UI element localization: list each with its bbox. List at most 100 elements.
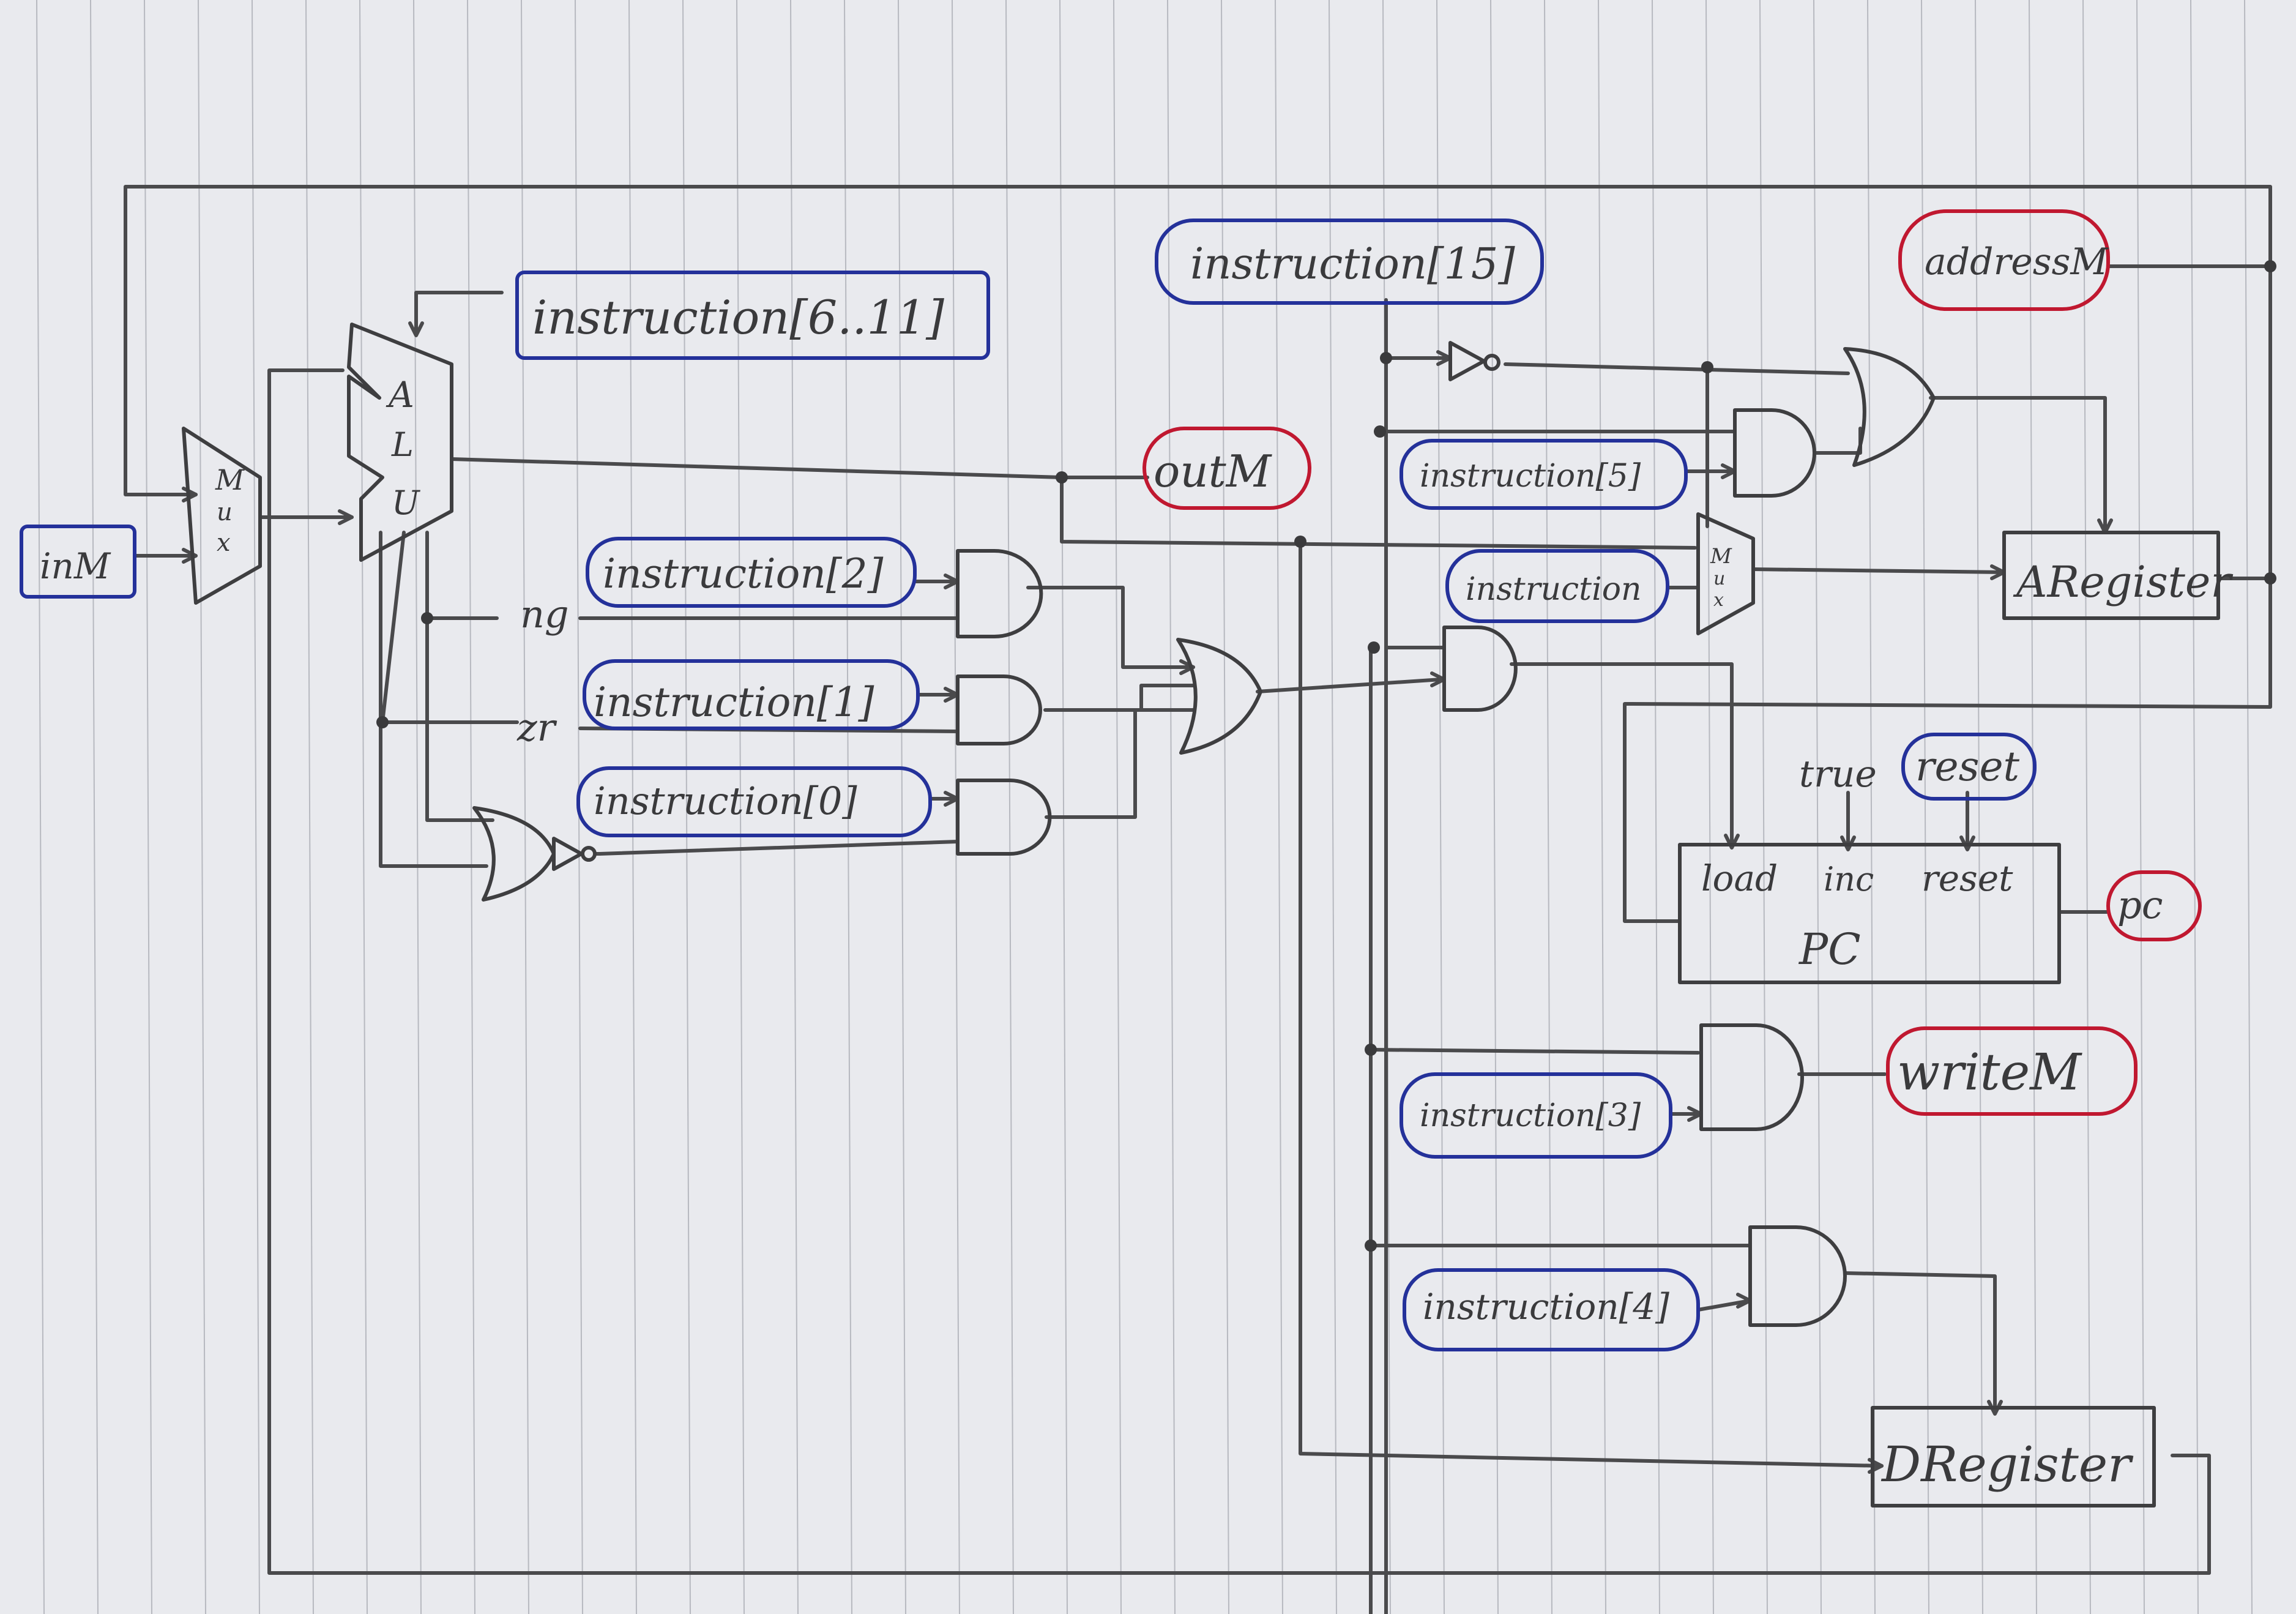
aregister-label: ARegister <box>2013 557 2233 607</box>
pc-inc-label: inc <box>1824 860 1874 899</box>
reset-input-box: reset <box>1901 733 2037 801</box>
or-gate-ngzr <box>472 806 556 902</box>
rule-line <box>1059 0 1068 1614</box>
pc-out-label: pc <box>2117 883 2163 927</box>
or-gate-a-load <box>1843 347 1936 467</box>
instr-2-box: instruction[2] <box>586 537 917 608</box>
and-gate-writem <box>1699 1023 1804 1131</box>
ng-label: ng <box>520 592 569 637</box>
and-gate-jump <box>1442 626 1518 712</box>
inM-input-box: inM <box>20 525 136 599</box>
dregister-label: DRegister <box>1880 1436 2134 1493</box>
zr-label: zr <box>516 705 557 750</box>
rule-line <box>305 0 314 1614</box>
instr-0-box: instruction[0] <box>576 766 932 837</box>
and-gate-jlt <box>956 779 1052 856</box>
alu: A L U <box>347 323 453 562</box>
instr-6-11-box: instruction[6..11] <box>515 271 990 360</box>
rule-line <box>736 0 745 1614</box>
rule-line <box>1490 0 1499 1614</box>
or-gate-jump <box>1176 638 1262 755</box>
alu-label-u: U <box>392 484 420 522</box>
rule-line <box>36 0 45 1614</box>
rule-line <box>252 0 260 1614</box>
alu-label-a: A <box>386 374 414 416</box>
rule-line <box>1598 0 1606 1614</box>
mux-a-label-m: M <box>1710 544 1732 569</box>
rule-line <box>1544 0 1552 1614</box>
rule-line <box>2190 0 2199 1614</box>
dregister-block: DRegister <box>1871 1406 2156 1508</box>
rule-line <box>359 0 368 1614</box>
mux-left-label-m: M <box>215 463 245 496</box>
rule-line <box>1705 0 1714 1614</box>
rule-line <box>1867 0 1876 1614</box>
instr-15-label: instruction[15] <box>1190 239 1515 289</box>
instr-3-label: instruction[3] <box>1420 1097 1641 1134</box>
notebook-rule-lines <box>36 0 2253 1614</box>
true-label: true <box>1799 753 1877 796</box>
rule-line <box>682 0 691 1614</box>
rule-line <box>1005 0 1014 1614</box>
junction-dots <box>376 260 2276 1252</box>
rule-line <box>1275 0 1283 1614</box>
pc-name-label: PC <box>1798 924 1861 974</box>
outM-output-box: outM <box>1142 427 1311 510</box>
instr-0-label: instruction[0] <box>594 779 857 823</box>
mux-a-label-x: x <box>1713 589 1724 611</box>
rule-line <box>413 0 422 1614</box>
rule-line <box>467 0 475 1614</box>
instr-6-11-label: instruction[6..11] <box>532 290 944 345</box>
outM-label: outM <box>1154 446 1273 497</box>
pc-load-label: load <box>1701 857 1778 899</box>
mux-a: M u x <box>1696 512 1755 635</box>
pc-block: load inc reset PC <box>1678 843 2061 984</box>
rule-line <box>790 0 799 1614</box>
mux-left-label-u: u <box>217 498 233 526</box>
rule-line <box>1221 0 1229 1614</box>
rule-line <box>1167 0 1176 1614</box>
mux-left: M u x <box>182 427 262 605</box>
writeM-label: writeM <box>1897 1044 2082 1102</box>
rule-line <box>1329 0 1337 1614</box>
inM-label: inM <box>40 545 111 587</box>
rule-line <box>1759 0 1768 1614</box>
aregister-block: ARegister <box>2002 531 2233 620</box>
mux-left-label-x: x <box>217 529 231 557</box>
rule-line <box>898 0 906 1614</box>
rule-line <box>1813 0 1822 1614</box>
rule-line <box>90 0 99 1614</box>
reset-label: reset <box>1915 743 2020 790</box>
instr-1-box: instruction[1] <box>583 659 920 730</box>
rule-line <box>1652 0 1660 1614</box>
writeM-output-box: writeM <box>1886 1026 2138 1116</box>
instruction-label: instruction <box>1466 571 1642 608</box>
rule-line <box>844 0 852 1614</box>
rule-line <box>1975 0 1983 1614</box>
and-gate-d-load <box>1748 1225 1847 1327</box>
rule-line <box>1921 0 1929 1614</box>
rule-line <box>2244 0 2253 1614</box>
not-gate-pos <box>552 837 597 871</box>
rule-line <box>2029 0 2037 1614</box>
instr-3-box: instruction[3] <box>1400 1072 1672 1159</box>
rule-line <box>521 0 529 1614</box>
rule-line <box>2136 0 2145 1614</box>
pc-reset-label: reset <box>1921 857 2013 899</box>
mux-a-label-u: u <box>1713 568 1725 589</box>
pc-output-box: pc <box>2106 870 2202 941</box>
instr-4-label: instruction[4] <box>1423 1286 1669 1328</box>
instr-5-label: instruction[5] <box>1420 458 1641 495</box>
instr-1-label: instruction[1] <box>594 679 874 726</box>
instr-15-box: instruction[15] <box>1155 219 1544 305</box>
rule-line <box>1113 0 1122 1614</box>
rule-line <box>198 0 206 1614</box>
instr-5-box: instruction[5] <box>1400 439 1688 510</box>
rule-line <box>144 0 152 1614</box>
and-gate-jeq <box>956 674 1042 745</box>
rule-line <box>2082 0 2091 1614</box>
rule-line <box>1436 0 1445 1614</box>
instr-4-box: instruction[4] <box>1403 1268 1700 1351</box>
alu-label-l: L <box>391 425 414 464</box>
